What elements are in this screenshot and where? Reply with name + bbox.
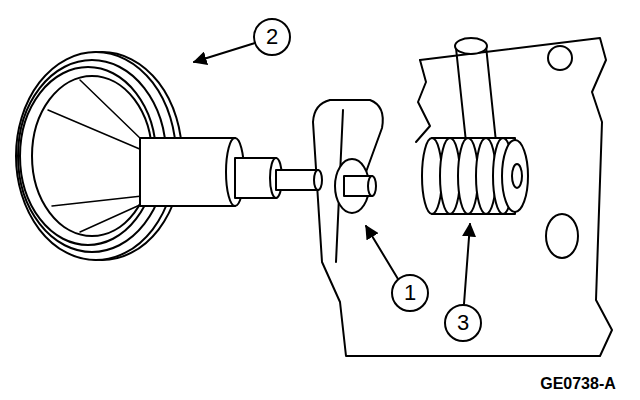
crankshaft-pulley <box>314 170 322 190</box>
callout-leaders <box>464 224 470 304</box>
callout-leaders <box>194 43 255 62</box>
callout-leaders <box>254 19 290 55</box>
engine-block <box>416 38 612 356</box>
callout-number: 2 <box>266 26 278 48</box>
engine-block <box>416 60 430 142</box>
callout-leaders <box>392 275 428 311</box>
figure-id: GE0738-A <box>540 376 616 392</box>
bolt-stud <box>344 176 376 196</box>
threaded-plug <box>502 140 528 212</box>
callout-leaders <box>194 19 481 341</box>
threaded-plug <box>422 38 528 214</box>
bolt-stud <box>368 176 376 196</box>
threaded-plug <box>456 46 496 142</box>
callout-leaders <box>445 305 481 341</box>
callout-number: 3 <box>457 312 469 334</box>
crankshaft-pulley <box>32 76 152 236</box>
callout-number: 1 <box>404 282 416 304</box>
engine-block <box>548 46 572 70</box>
crankshaft-pulley <box>20 67 156 245</box>
engine-block <box>546 214 578 258</box>
threaded-plug <box>512 164 522 188</box>
crankshaft-pulley <box>276 170 318 190</box>
crankshaft-pulley <box>140 138 235 206</box>
callout-leaders <box>366 226 398 279</box>
crankshaft-pulley <box>16 52 322 260</box>
threaded-plug <box>455 38 487 54</box>
crankshaft-pulley <box>48 80 142 232</box>
engine-block <box>420 38 612 356</box>
